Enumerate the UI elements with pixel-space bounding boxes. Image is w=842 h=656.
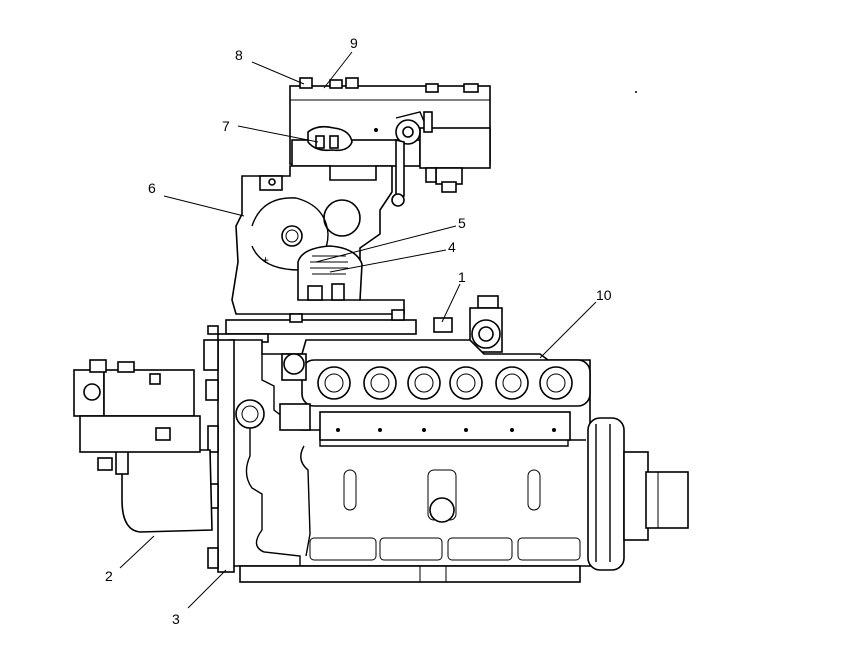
hydraulic-housing (97, 449, 213, 533)
end-plate (203, 339, 311, 573)
adjusting-screw-slot (307, 125, 378, 152)
callout-labels: 1 2 3 4 5 6 7 8 9 10 (105, 35, 612, 627)
solenoid-box (73, 359, 201, 453)
callout-6: 6 (148, 180, 156, 196)
callout-2: 2 (105, 568, 113, 584)
callout-1: 1 (458, 269, 466, 285)
leader-lines (119, 51, 597, 609)
inspection-rib (319, 411, 571, 441)
spring-housing (297, 245, 363, 301)
governor-housing: + (231, 165, 405, 315)
callout-5: 5 (458, 215, 466, 231)
adapter-plate (207, 309, 417, 343)
callout-9: 9 (350, 35, 358, 51)
callout-3: 3 (172, 611, 180, 627)
delivery-valve-bank (301, 359, 591, 407)
svg-text:+: + (262, 253, 269, 267)
governor-lever (391, 111, 433, 207)
drive-coupling (587, 417, 689, 571)
callout-10: 10 (596, 287, 612, 303)
callout-7: 7 (222, 118, 230, 134)
callout-4: 4 (448, 239, 456, 255)
callout-8: 8 (235, 47, 243, 63)
